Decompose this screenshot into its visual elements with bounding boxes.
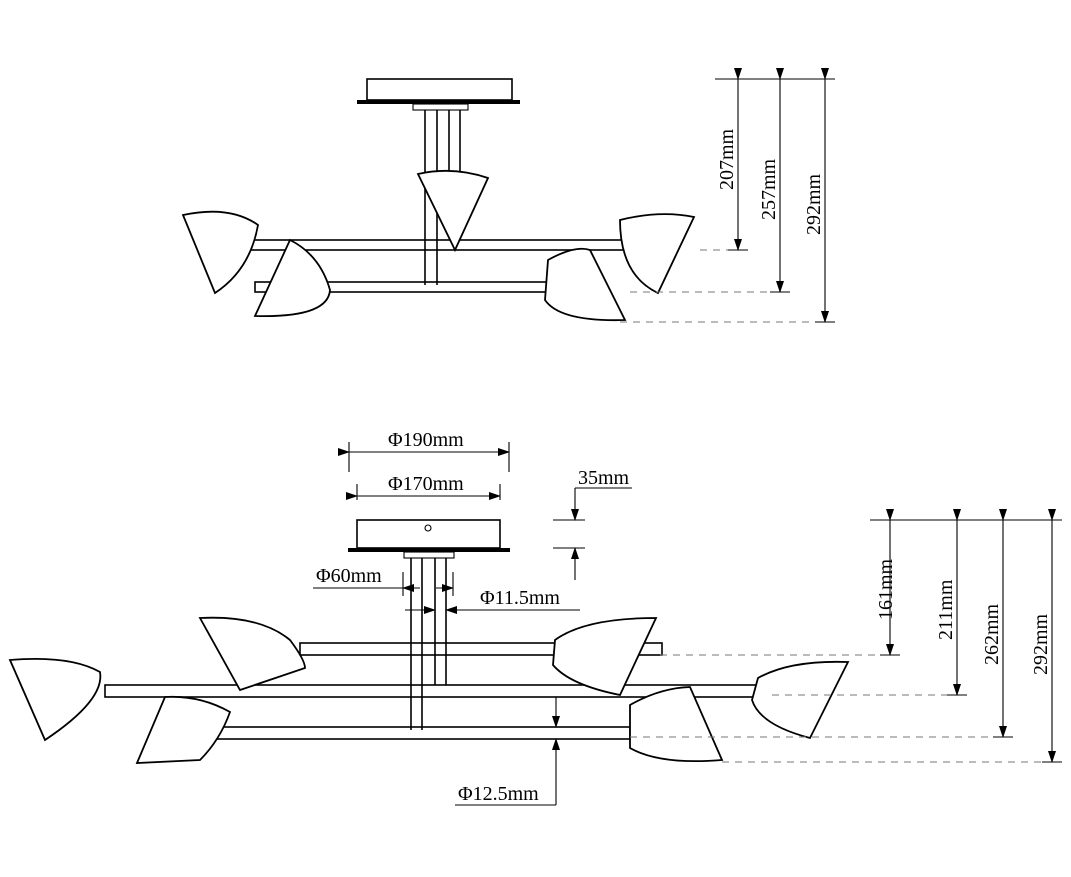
dim-262: 262mm <box>981 509 1013 738</box>
dim-canopy-190: Φ190mm <box>338 429 510 472</box>
dim-label-211: 211mm <box>935 579 957 640</box>
dim-label-11-5: Φ11.5mm <box>480 587 560 609</box>
shade-5 <box>629 686 724 763</box>
dim-label-170: Φ170mm <box>388 473 464 495</box>
shade-left-back <box>181 210 259 295</box>
center-shade <box>416 169 490 253</box>
dim-257: 257mm <box>758 68 790 293</box>
dim-canopy-height-35: 35mm <box>553 467 632 580</box>
dim-label-262: 262mm <box>981 603 1003 665</box>
shade-left-front <box>253 238 331 317</box>
canopy <box>366 78 513 101</box>
canopy-plate <box>357 100 520 104</box>
shade-6 <box>751 660 850 740</box>
stem-collar <box>403 551 455 559</box>
shade-2 <box>8 657 102 742</box>
dim-292-bottom: 292mm <box>1030 509 1062 763</box>
dim-label-60: Φ60mm <box>316 565 382 587</box>
shade-1 <box>198 616 306 692</box>
canopy <box>356 519 501 549</box>
stem <box>410 558 447 730</box>
dim-292-top: 292mm <box>803 68 835 323</box>
dim-161: 161mm <box>875 509 900 656</box>
stem <box>424 110 461 285</box>
dim-canopy-170: Φ170mm <box>346 473 501 500</box>
dim-label-190: Φ190mm <box>388 429 464 451</box>
shade-3 <box>135 695 232 764</box>
dim-label-257: 257mm <box>758 158 780 220</box>
dim-label-161: 161mm <box>875 558 897 620</box>
dim-rod-11-5: Φ11.5mm <box>405 587 580 614</box>
dim-arm-12-5: Φ12.5mm <box>455 697 560 806</box>
screw-icon <box>424 524 432 532</box>
dim-label-12-5: Φ12.5mm <box>458 783 539 805</box>
height-guides <box>630 519 1062 763</box>
dim-207: 207mm <box>716 68 748 251</box>
bottom-side-view: Φ190mm Φ170mm 35mm <box>8 429 1062 806</box>
dim-label-207: 207mm <box>716 128 738 190</box>
top-side-view: 207mm 257mm 292mm <box>181 68 835 323</box>
dim-stem-60: Φ60mm <box>313 565 454 596</box>
dim-label-35: 35mm <box>578 467 630 489</box>
canopy-plate <box>348 548 510 552</box>
dim-label-292: 292mm <box>1030 613 1052 675</box>
shade-4 <box>552 617 658 697</box>
shade-right-front <box>544 247 627 322</box>
stem-collar <box>412 103 469 111</box>
dim-211: 211mm <box>935 509 967 696</box>
shade-right-back <box>619 213 696 295</box>
dim-label-292: 292mm <box>803 173 825 235</box>
